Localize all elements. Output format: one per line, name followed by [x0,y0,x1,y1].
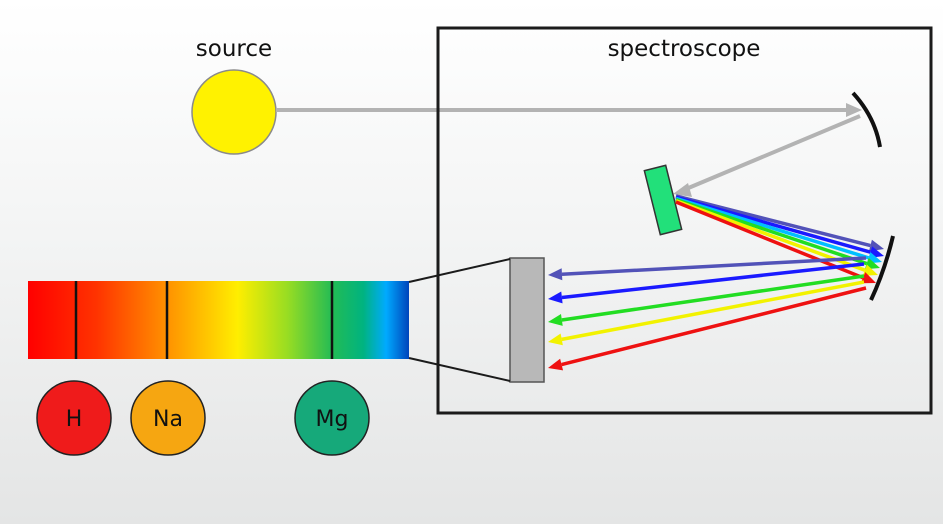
focused-rays-to-detector [548,256,867,371]
ray-to-detector-3-head [548,333,563,346]
ray-to-detector-4-head [548,358,564,371]
ray-to-detector-1-head [548,291,563,304]
ray-to-detector-0 [561,256,867,277]
ray-to-mirror-3 [675,197,868,266]
element-h-label: H [66,407,83,432]
ray-to-detector-1 [561,262,865,300]
incoming-beam-arrowhead [846,103,862,117]
element-h-circle [36,380,112,456]
spectroscope-box [436,26,933,415]
focusing-mirror [869,235,895,301]
source-light [191,69,277,155]
ray-to-mirror-4-head [862,264,878,276]
ray-to-detector-2 [561,274,865,322]
source-label: source [196,36,272,62]
projection-line-top [408,258,511,283]
ray-to-detector-0-head [548,268,563,281]
ray-to-detector-2-head [548,314,563,326]
collimated-beam-arrowhead [673,183,692,197]
collimating-mirror [851,91,882,148]
dispersed-rays-to-mirror [675,194,884,284]
ray-to-detector-4 [561,286,867,367]
diffraction-grating [643,164,683,236]
detector [509,257,545,383]
absorption-spectrum [28,281,409,359]
ray-to-mirror-5 [675,200,864,280]
element-na-circle [130,380,206,456]
ray-to-mirror-0 [675,194,871,248]
ray-to-mirror-5-head [860,272,876,284]
ray-to-mirror-2 [675,196,870,260]
projection-line-bottom [408,357,511,382]
element-mg-circle [294,380,370,456]
ray-to-mirror-0-head [868,239,884,252]
element-mg-label: Mg [316,407,349,432]
spectroscope-label: spectroscope [608,36,761,62]
collimated-beam [685,114,861,191]
ray-to-mirror-1 [675,195,872,254]
ray-to-detector-3 [561,280,865,342]
element-na-label: Na [153,407,183,432]
